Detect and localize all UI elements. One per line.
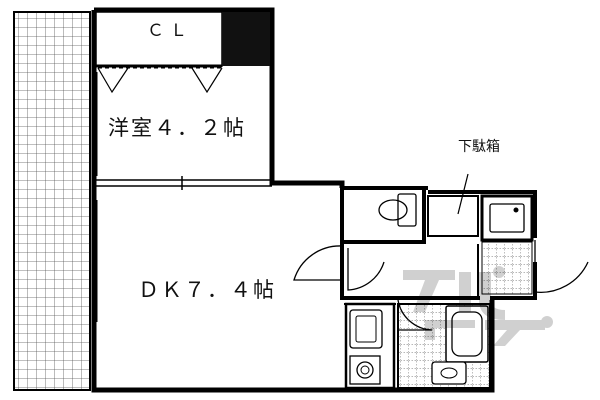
bathroom xyxy=(344,302,396,390)
dining-kitchen-label: ＤＫ７．４帖 xyxy=(138,278,276,302)
bathtub-icon xyxy=(445,305,489,363)
shoe-cabinet-label: 下駄箱 xyxy=(458,139,500,155)
sink-icon xyxy=(349,309,383,349)
closet xyxy=(95,11,270,94)
toilet-icon xyxy=(378,193,417,227)
balcony-windows xyxy=(89,72,98,322)
stove-icon xyxy=(349,355,381,385)
western-room-label: 洋室４．２帖 xyxy=(108,116,246,140)
entrance-tiles xyxy=(481,241,533,295)
pipe-shaft xyxy=(222,12,270,66)
basin-icon xyxy=(431,361,467,385)
balcony xyxy=(13,11,91,391)
watermark-logo xyxy=(403,266,553,346)
washer-pan-icon xyxy=(480,194,534,242)
closet-label: ＣＬ xyxy=(147,21,193,41)
partition-wall xyxy=(96,176,272,190)
shoe-cabinet xyxy=(427,173,479,237)
unit-bath xyxy=(397,303,491,389)
toilet-room xyxy=(340,186,426,244)
